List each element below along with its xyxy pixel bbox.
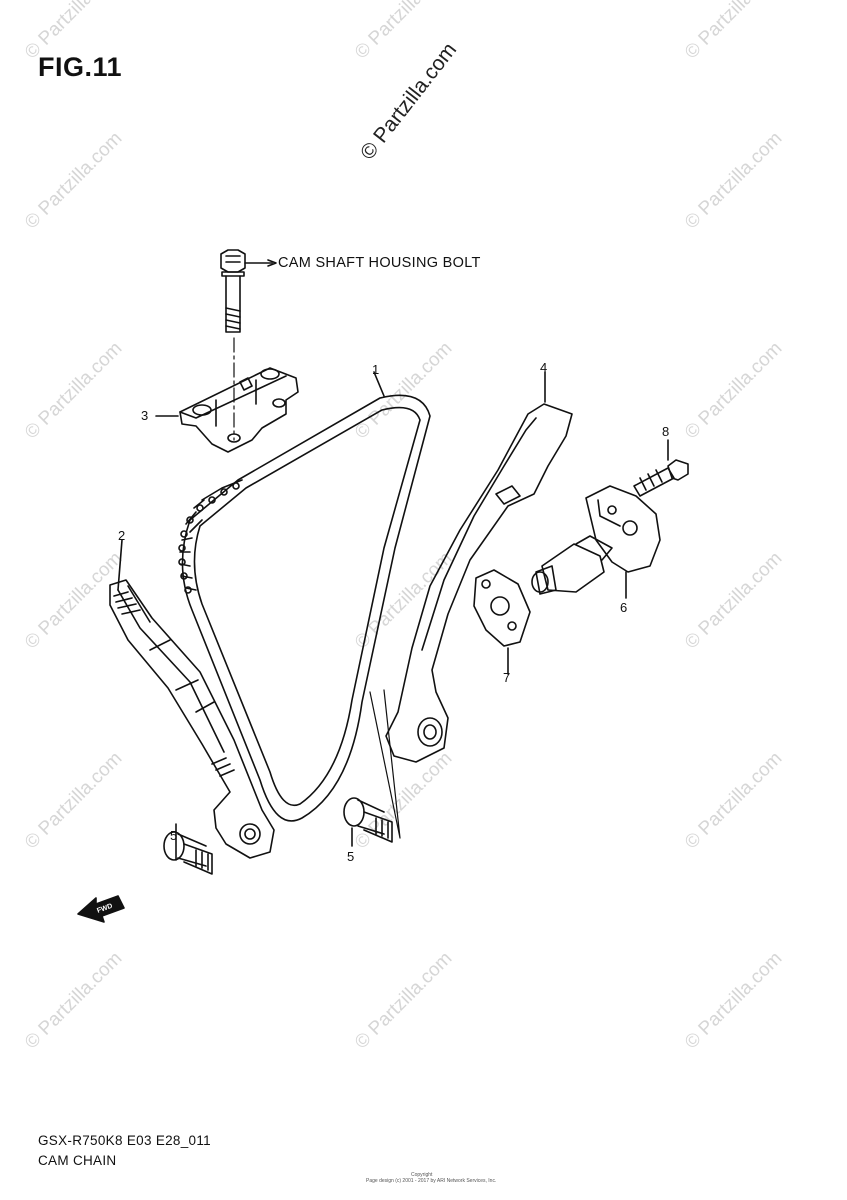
- callout-2: 2: [118, 528, 126, 543]
- callout-4: 4: [540, 360, 548, 375]
- tension-adjuster-6: [531, 485, 661, 595]
- callout-5-right: 5: [347, 849, 355, 864]
- callout-8: 8: [662, 424, 670, 439]
- callout-3: 3: [141, 408, 149, 423]
- callout-5-left: 5: [170, 828, 178, 843]
- chain-guide-holder-3: [179, 367, 299, 453]
- figure-title: FIG.11: [38, 52, 123, 82]
- figure-code: GSX-R750K8 E03 E28_011: [38, 1133, 211, 1148]
- tensioner-bolt-5-left: [163, 831, 213, 875]
- gasket-7: [473, 569, 531, 647]
- cam-chain-1: [178, 394, 431, 822]
- cam-chain-tensioner-2: [109, 579, 275, 859]
- fwd-arrow-icon: [77, 895, 125, 923]
- guide-bolt-5-right: [343, 797, 393, 843]
- leader-line-2: [117, 539, 123, 591]
- figure-name: CAM CHAIN: [38, 1153, 117, 1168]
- copyright-line: Page design (c) 2001 - 2017 by ARI Netwo…: [366, 1178, 497, 1184]
- cam-shaft-housing-bolt-label: CAM SHAFT HOUSING BOLT: [278, 255, 481, 271]
- alignment-lines: [369, 689, 401, 839]
- copyright-title: Copyright: [411, 1172, 433, 1178]
- callout-1: 1: [372, 362, 380, 377]
- adjuster-bolt-8: [633, 459, 689, 497]
- cam-shaft-housing-bolt: [220, 249, 277, 333]
- callout-7: 7: [503, 670, 511, 685]
- leader-line-1: [373, 371, 385, 397]
- cam-chain-guide-4: [385, 403, 573, 763]
- callout-6: 6: [620, 600, 628, 615]
